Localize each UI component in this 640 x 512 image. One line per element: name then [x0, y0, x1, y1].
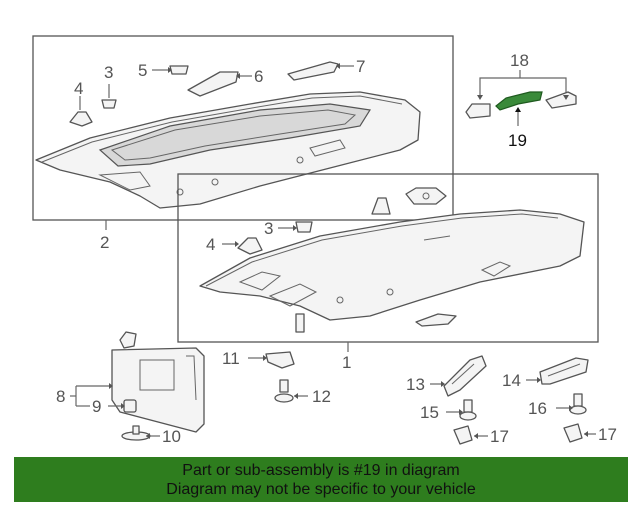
banner-line-disclaimer: Diagram may not be specific to your vehi… — [166, 480, 476, 498]
lower-bracket — [371, 197, 391, 215]
part-19-highlighted — [495, 91, 543, 126]
callout-9: 9 — [92, 397, 101, 416]
callout-17-left: 17 — [490, 427, 509, 446]
callout-16: 16 — [528, 399, 547, 418]
lower-part-4-clip — [222, 237, 263, 255]
callout-6-upper: 6 — [254, 67, 263, 86]
lower-plate — [405, 187, 447, 205]
upper-part-7-bracket — [287, 61, 354, 81]
banner-line-part: Part or sub-assembly is #19 in diagram — [182, 461, 460, 479]
callout-8: 8 — [56, 387, 65, 406]
callout-15: 15 — [420, 403, 439, 422]
part-16-bolt — [556, 393, 587, 415]
lower-stud — [295, 313, 305, 333]
headliner-panel — [199, 209, 585, 321]
callout-12: 12 — [312, 387, 331, 406]
callout-14: 14 — [502, 371, 521, 390]
callout-19: 19 — [508, 131, 527, 150]
callout-10: 10 — [162, 427, 181, 446]
lower-part-3-fastener — [278, 221, 313, 233]
callout-1: 1 — [342, 353, 351, 372]
part-18-group — [465, 70, 577, 119]
upper-part-4-clip — [69, 96, 93, 127]
callout-5-upper: 5 — [138, 61, 147, 80]
callout-2: 2 — [100, 233, 109, 252]
part-9-screw — [108, 399, 137, 413]
part-14-grab-handle — [526, 357, 589, 385]
info-banner: Part or sub-assembly is #19 in diagram D… — [14, 457, 628, 502]
lower-visor-mount — [415, 313, 457, 327]
sun-visor — [111, 331, 205, 433]
part-15-bolt — [446, 399, 477, 421]
callout-4-lower: 4 — [206, 235, 215, 254]
callout-13: 13 — [406, 375, 425, 394]
callout-18: 18 — [510, 51, 529, 70]
callout-17-right: 17 — [598, 425, 617, 444]
callout-4-upper: 4 — [74, 79, 83, 98]
part-12-bolt — [274, 379, 308, 403]
callout-7-upper: 7 — [356, 57, 365, 76]
upper-part-5-plug — [152, 65, 189, 75]
part-17-cap-right — [563, 423, 596, 443]
upper-part-6-bracket — [187, 71, 252, 97]
lower-assembly-box — [177, 173, 599, 343]
headliner-sunroof-panel — [35, 91, 421, 209]
part-13-grab-handle — [430, 355, 487, 397]
callout-3-lower: 3 — [264, 219, 273, 238]
callout-3-upper: 3 — [104, 63, 113, 82]
upper-assembly-box — [32, 35, 454, 221]
callout-11: 11 — [222, 349, 240, 368]
part-10-clip — [121, 425, 160, 441]
part-11-hook — [248, 351, 295, 369]
banner-background — [14, 457, 628, 502]
part-17-cap-left — [453, 425, 488, 445]
upper-part-3-fastener — [101, 84, 117, 109]
